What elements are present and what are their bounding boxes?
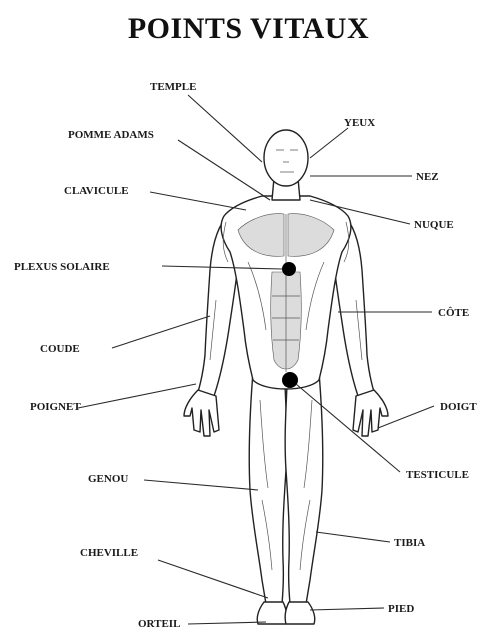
label-nez: NEZ: [416, 171, 439, 183]
head: [264, 130, 308, 186]
label-cote: CÔTE: [438, 306, 469, 319]
left-leg: [249, 372, 287, 604]
label-nuque: NUQUE: [414, 219, 454, 231]
leader-pied: [310, 608, 384, 610]
labels: TEMPLE YEUX POMME ADAMS NEZ CLAVICULE NU…: [14, 81, 477, 630]
left-hand: [184, 390, 219, 436]
leader-coude: [112, 316, 210, 348]
testicule-marker: [282, 372, 298, 388]
label-orteil: ORTEIL: [138, 618, 180, 630]
right-foot: [285, 602, 315, 624]
leader-orteil: [188, 622, 266, 624]
label-cheville: CHEVILLE: [80, 547, 138, 559]
right-hand: [353, 390, 388, 436]
label-yeux: YEUX: [344, 117, 375, 129]
leader-genou: [144, 480, 258, 490]
label-plexus-solaire: PLEXUS SOLAIRE: [14, 261, 110, 273]
label-poignet: POIGNET: [30, 401, 81, 413]
leader-cheville: [158, 560, 268, 598]
leader-pomme-adams: [178, 140, 270, 200]
label-pied: PIED: [388, 603, 414, 615]
leader-poignet: [78, 384, 196, 408]
label-doigt: DOIGT: [440, 401, 477, 413]
leader-clavicule: [150, 192, 246, 210]
label-testicule: TESTICULE: [406, 469, 469, 481]
right-leg: [285, 372, 323, 604]
leader-tibia: [316, 532, 390, 542]
plexus-solaire-marker: [282, 262, 296, 276]
label-pomme-adams: POMME ADAMS: [68, 129, 154, 141]
label-genou: GENOU: [88, 473, 128, 485]
label-tibia: TIBIA: [394, 537, 425, 549]
leader-temple: [188, 95, 262, 162]
label-temple: TEMPLE: [150, 81, 196, 93]
label-clavicule: CLAVICULE: [64, 185, 129, 197]
label-coude: COUDE: [40, 343, 80, 355]
left-foot: [257, 602, 287, 624]
leader-yeux: [310, 128, 348, 158]
